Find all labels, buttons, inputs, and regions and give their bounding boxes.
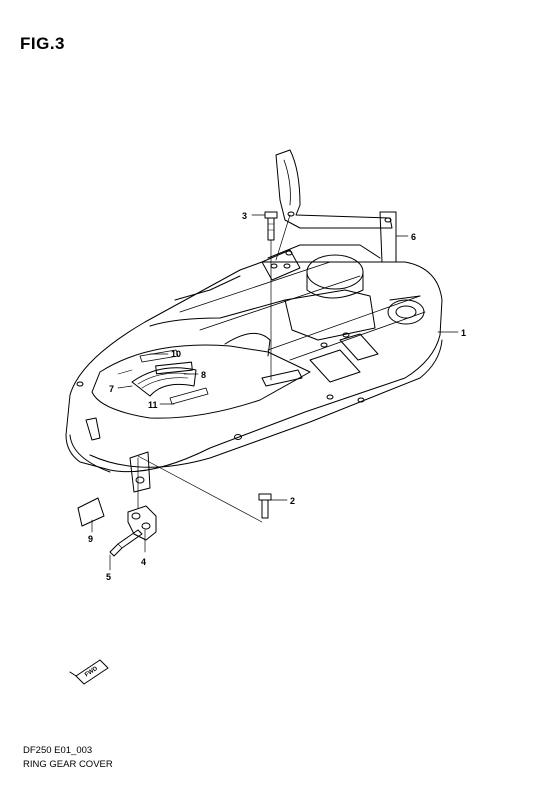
- bolt-part-3: [264, 211, 278, 241]
- cover-decals: [117, 349, 209, 405]
- mount-tab: [129, 451, 151, 493]
- clamp-part-4: [127, 505, 157, 541]
- callout-6: 6: [411, 232, 416, 242]
- callout-9: 9: [88, 534, 93, 544]
- callout-11: 11: [148, 400, 158, 410]
- callout-4: 4: [141, 557, 146, 567]
- fwd-arrow-icon: [69, 659, 109, 685]
- callout-5: 5: [106, 572, 111, 582]
- callout-8: 8: [201, 370, 206, 380]
- ring-gear-cover: [65, 244, 443, 473]
- bolt-part-2: [258, 493, 272, 519]
- bolt-part-5: [109, 529, 143, 557]
- callout-labels: 1 2 3 4 5 6 7 8 9 10 11 FWD: [84, 211, 466, 678]
- callout-10: 10: [171, 349, 181, 359]
- callout-3: 3: [242, 211, 247, 221]
- callout-2: 2: [290, 496, 295, 506]
- leader-lines: [91, 214, 459, 571]
- fwd-label: FWD: [84, 666, 99, 679]
- diagram-title: RING GEAR COVER: [23, 759, 113, 770]
- figure-title: FIG.3: [20, 34, 66, 53]
- bracket-part-6: [275, 149, 397, 263]
- callout-7: 7: [109, 384, 114, 394]
- diagram-code: DF250 E01_003: [23, 745, 93, 756]
- callout-1: 1: [461, 328, 466, 338]
- pad-part-9: [77, 497, 105, 527]
